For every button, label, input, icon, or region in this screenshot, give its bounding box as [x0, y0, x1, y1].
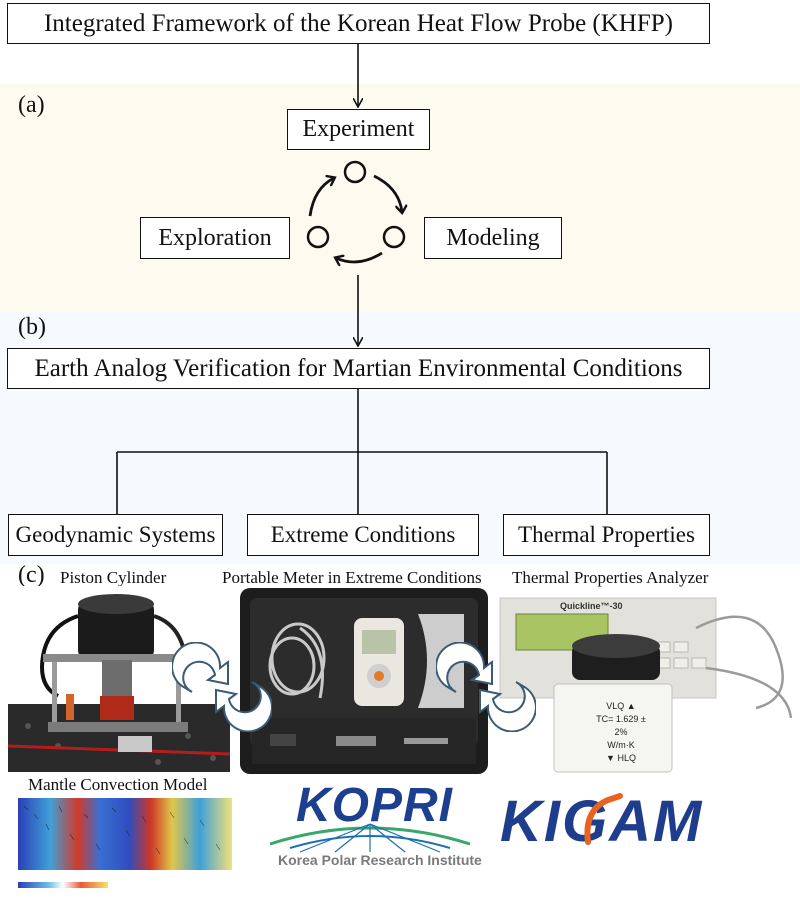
- modeling-label: Modeling: [446, 224, 540, 251]
- experiment-box: Experiment: [287, 109, 430, 150]
- kopri-logo-name: KOPRI: [296, 779, 454, 832]
- cycle-arrow-bottom: [336, 251, 383, 262]
- title-box: Integrated Framework of the Korean Heat …: [7, 3, 710, 44]
- piston-cylinder-caption: Piston Cylinder: [60, 568, 167, 587]
- exploration-box: Exploration: [140, 217, 290, 259]
- cycle-node-top: [343, 160, 367, 184]
- modeling-box: Modeling: [424, 217, 562, 259]
- analyzer-caption: Thermal Properties Analyzer: [512, 568, 709, 587]
- section-a-label: (a): [18, 92, 45, 118]
- cycle-node-right: [382, 225, 406, 249]
- kigam-logo-accent: [584, 793, 623, 845]
- thermal-properties-box: Thermal Properties: [503, 514, 710, 556]
- cycle-node-left: [306, 225, 330, 249]
- piston-cylinder-photo: [8, 586, 230, 772]
- cycle-arrow-left: [308, 178, 334, 217]
- probe-label-line-1: VLQ ▲: [606, 701, 636, 711]
- extreme-conditions-label: Extreme Conditions: [270, 522, 456, 547]
- mantle-convection-plot: [18, 798, 232, 888]
- exchange-arrows-right: [436, 642, 536, 732]
- section-c-label: (c): [18, 562, 45, 588]
- mantle-convection-caption: Mantle Convection Model: [28, 775, 208, 794]
- thermal-properties-label: Thermal Properties: [518, 522, 695, 547]
- kigam-logo-name: KIGAM: [500, 789, 704, 854]
- earth-analog-text: Earth Analog Verification for Martian En…: [34, 354, 683, 382]
- portable-meter-photo: [240, 588, 488, 774]
- exchange-arrows-left: [172, 642, 272, 732]
- analyzer-photo: [496, 588, 796, 778]
- title-text: Integrated Framework of the Korean Heat …: [43, 9, 673, 37]
- experiment-label: Experiment: [302, 116, 415, 142]
- extreme-conditions-box: Extreme Conditions: [247, 514, 479, 556]
- cycle-diagram: [306, 160, 426, 275]
- probe-label-line-4: ▼ HLQ: [606, 753, 636, 763]
- exploration-label: Exploration: [158, 224, 272, 251]
- probe-label-card: VLQ ▲ TC= 1.629 ± 2% W/m·K ▼ HLQ: [592, 700, 650, 764]
- portable-meter-caption: Portable Meter in Extreme Conditions: [222, 568, 482, 587]
- probe-label-line-3: W/m·K: [607, 740, 635, 750]
- section-b-label: (b): [18, 314, 46, 340]
- kopri-logo-subtitle: Korea Polar Research Institute: [278, 852, 482, 868]
- analyzer-screen-label: Quickline™-30: [560, 601, 623, 611]
- earth-analog-box: Earth Analog Verification for Martian En…: [7, 348, 710, 389]
- kopri-logo-graphic: [269, 823, 471, 853]
- geodynamic-systems-label: Geodynamic Systems: [15, 522, 216, 547]
- probe-label-line-2: TC= 1.629 ± 2%: [596, 714, 646, 737]
- cycle-arrow-right: [373, 174, 402, 212]
- geodynamic-systems-box: Geodynamic Systems: [8, 514, 223, 556]
